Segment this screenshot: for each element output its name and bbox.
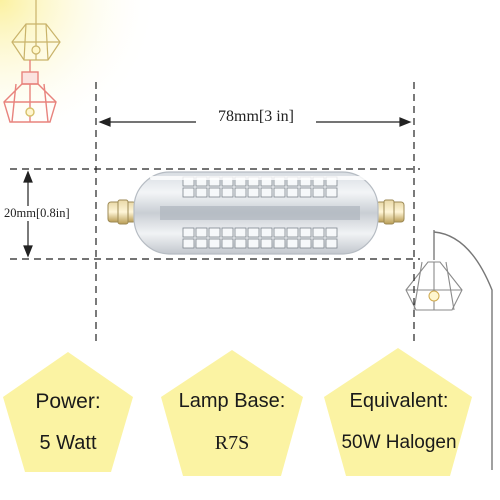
- pendant-lamp-gold-icon: [11, 0, 61, 61]
- dimension-guides: [10, 82, 420, 345]
- pendant-lamp-red-icon: [3, 60, 57, 123]
- diameter-arrow: [23, 170, 33, 258]
- spec-badge-power: [3, 352, 133, 472]
- lamp-base-label: Lamp Base:: [178, 390, 286, 412]
- spec-badge-base: [161, 350, 303, 476]
- led-bulb-image: [107, 171, 405, 255]
- spec-badge-equivalent: [324, 348, 472, 476]
- pendant-lamp-right-icon: [405, 230, 493, 470]
- power-value: 5 Watt: [39, 432, 97, 454]
- equivalent-value: 50W Halogen: [341, 432, 457, 453]
- length-label: 78mm[3 in]: [196, 108, 316, 126]
- power-label: Power:: [35, 390, 101, 413]
- diameter-label: 20mm[0.8in]: [3, 206, 71, 221]
- lamp-base-value: R7S: [214, 432, 250, 454]
- equivalent-label: Equivalent:: [349, 390, 449, 412]
